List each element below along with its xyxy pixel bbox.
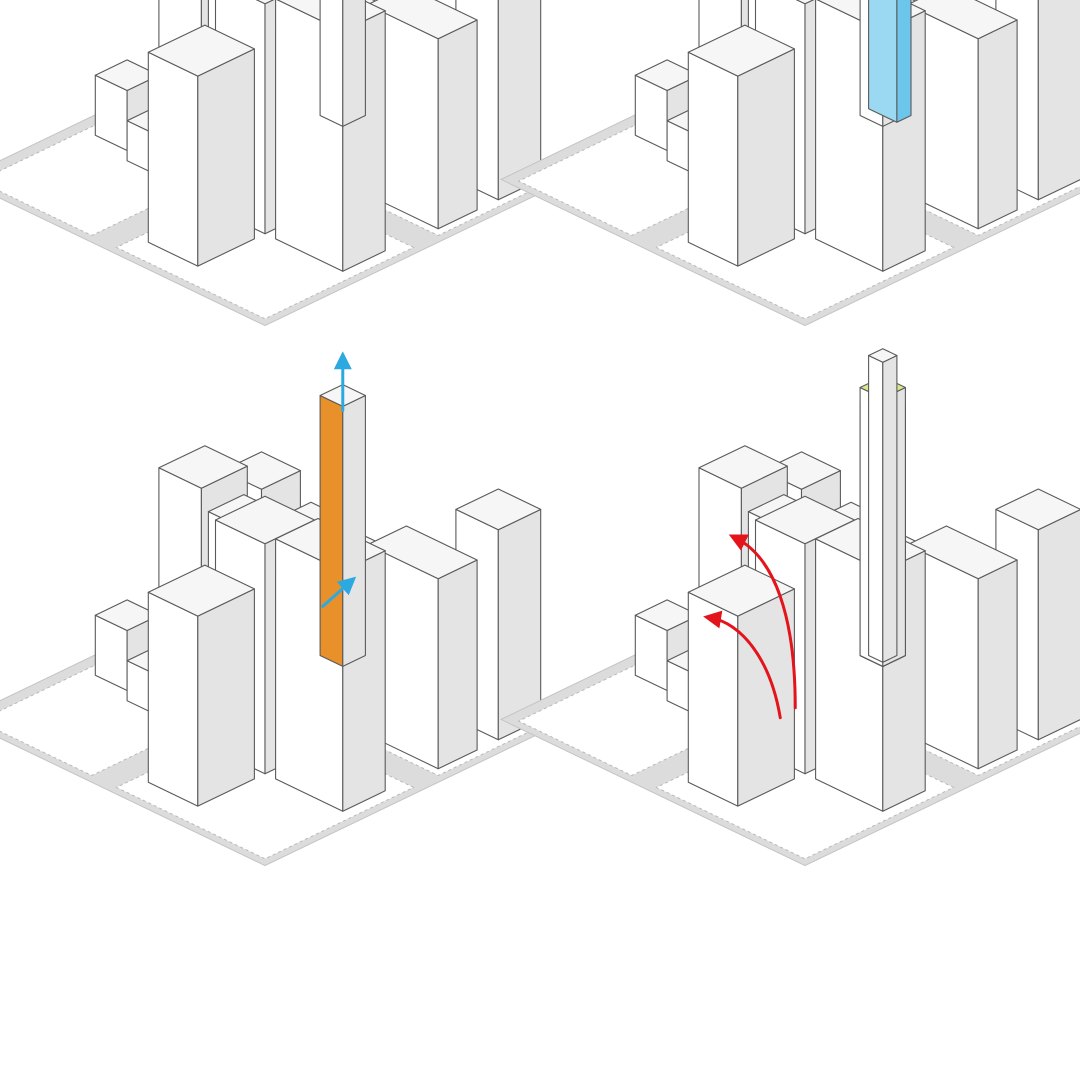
building-face-right [437, 19, 478, 230]
building-face-right [342, 394, 366, 667]
context-building [687, 564, 795, 807]
building-roof [906, 525, 1018, 580]
context-building [147, 564, 255, 807]
panel-2 [499, 0, 1080, 327]
building-face-right [437, 559, 478, 770]
building-roof [147, 24, 255, 77]
building-face-left [147, 591, 199, 807]
building-face-left [319, 0, 344, 127]
building-face-right [737, 48, 795, 267]
building-roof [906, 0, 1018, 40]
context-building [147, 24, 255, 267]
extended-tower [319, 384, 366, 667]
building-roof [214, 495, 316, 545]
building-face-left [147, 51, 199, 267]
building-face-right [497, 0, 542, 201]
building-roof [147, 564, 255, 617]
building-face-left [687, 51, 739, 267]
curved-arrow [728, 534, 797, 710]
building-face-right [977, 559, 1018, 770]
building-face-left [868, 0, 898, 123]
diagonal-arrow [321, 576, 357, 608]
context-building [687, 24, 795, 267]
building-roof [687, 564, 795, 617]
building-roof [698, 445, 788, 489]
building-face-right [197, 48, 255, 267]
rotated-crown [868, 0, 912, 123]
building-face-right [1037, 509, 1080, 741]
building-roof [158, 445, 248, 489]
building-face-right [1037, 0, 1080, 201]
building-roof [366, 525, 478, 580]
building-roof [868, 348, 898, 363]
building-roof [455, 488, 542, 531]
building-face-right [977, 19, 1018, 230]
building-roof [687, 24, 795, 77]
panel-1 [0, 0, 571, 327]
building-face-right [882, 354, 898, 663]
building-face-left [868, 354, 884, 663]
building-roof [795, 0, 815, 5]
building-face-left [319, 394, 344, 667]
building-face-right [896, 0, 912, 123]
tower-crown [868, 348, 898, 663]
building-face-right [197, 588, 255, 807]
building-roof [255, 0, 275, 5]
building-roof [754, 495, 856, 545]
building-face-right [342, 0, 366, 127]
panel-3 [0, 351, 571, 867]
panel-4 [499, 348, 1080, 867]
building-roof [366, 0, 478, 40]
building-roof [995, 488, 1080, 531]
curved-arrow [703, 610, 782, 720]
focus-tower [319, 0, 366, 127]
